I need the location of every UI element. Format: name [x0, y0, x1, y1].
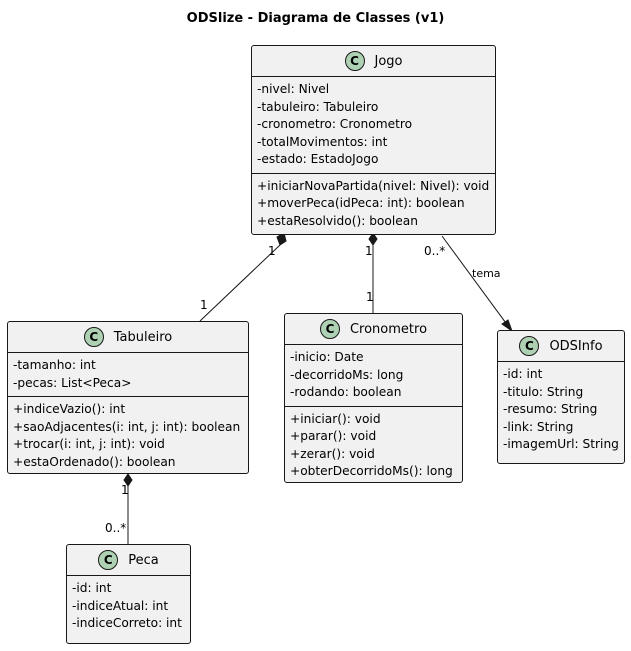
class-header: C Cronometro	[285, 314, 462, 345]
relation-label-tema: tema	[472, 267, 501, 280]
attribute: -link: String	[503, 419, 574, 434]
method: +saoAdjacentes(i: int, j: int): boolean	[13, 419, 241, 434]
class-header: C ODSInfo	[498, 331, 624, 362]
attribute: -titulo: String	[503, 384, 584, 399]
attribute: -nivel: Nivel	[257, 82, 330, 96]
multiplicity-tabuleiro-peca-source: 1	[121, 483, 129, 497]
link-jogo-tabuleiro	[199, 244, 281, 322]
class-jogo[interactable]: C Jogo -nivel: Nivel -tabuleiro: Tabulei…	[251, 45, 496, 235]
class-stereotype-icon: C	[83, 327, 104, 347]
multiplicity-jogo-cronometro-target: 1	[366, 290, 374, 304]
attribute: -inicio: Date	[290, 350, 364, 364]
class-name: ODSInfo	[549, 338, 603, 354]
attribute: -resumo: String	[503, 402, 598, 416]
class-header: C Peca	[67, 545, 190, 576]
composition-diamond-jogo-cronometro	[368, 232, 378, 246]
class-odsinfo[interactable]: C ODSInfo -id: int -titulo: String -resu…	[497, 330, 625, 464]
composition-diamond-jogo-tabuleiro	[276, 232, 287, 246]
attributes-section: -id: int -indiceAtual: int -indiceCorret…	[67, 576, 190, 637]
class-name: Jogo	[374, 53, 403, 69]
attributes-section: -nivel: Nivel -tabuleiro: Tabuleiro -cro…	[252, 77, 495, 173]
method: +parar(): void	[290, 429, 377, 443]
method: +moverPeca(idPeca: int): boolean	[257, 196, 465, 210]
attribute: -pecas: List<Peca>	[13, 375, 132, 390]
multiplicity-jogo-tabuleiro-source: 1	[268, 244, 276, 258]
attribute: -id: int	[72, 581, 112, 595]
attribute: -imagemUrl: String	[503, 437, 619, 451]
class-name: Tabuleiro	[113, 329, 173, 345]
multiplicity-tabuleiro-peca-target: 0..*	[105, 521, 127, 535]
diagram-title: ODSlize - Diagrama de Classes (v1)	[186, 11, 445, 26]
class-stereotype-icon: C	[98, 550, 119, 570]
attribute: -estado: EstadoJogo	[257, 152, 379, 166]
composition-diamond-tabuleiro-peca	[123, 473, 133, 487]
class-tabuleiro[interactable]: C Tabuleiro -tamanho: int -pecas: List<P…	[7, 321, 249, 474]
attribute: -indiceAtual: int	[72, 598, 169, 613]
attribute: -decorridoMs: long	[290, 367, 404, 382]
attributes-section: -id: int -titulo: String -resumo: String…	[498, 362, 624, 458]
methods-section: +iniciarNovaPartida(nivel: Nivel): void …	[252, 172, 495, 235]
method: +trocar(i: int, j: int): void	[13, 437, 165, 451]
link-jogo-odsinfo	[441, 235, 512, 331]
attribute: -totalMovimentos: int	[257, 134, 388, 149]
method: +iniciar(): void	[290, 411, 381, 426]
method: +zerar(): void	[290, 446, 375, 461]
attribute: -id: int	[503, 367, 543, 381]
class-header: C Jogo	[252, 46, 495, 77]
multiplicity-jogo-cronometro-source: 1	[365, 244, 373, 258]
arrowhead-jogo-odsinfo	[501, 319, 514, 333]
class-stereotype-icon: C	[319, 319, 340, 339]
method: +estaOrdenado(): boolean	[13, 454, 176, 469]
attribute: -cronometro: Cronometro	[257, 117, 413, 131]
methods-section: +iniciar(): void +parar(): void +zerar()…	[285, 405, 462, 485]
class-stereotype-icon: C	[519, 336, 540, 356]
attribute: -tabuleiro: Tabuleiro	[257, 99, 379, 114]
multiplicity-jogo-odsinfo-source: 0..*	[424, 244, 446, 258]
method: +obterDecorridoMs(): long	[290, 464, 453, 478]
class-cronometro[interactable]: C Cronometro -inicio: Date -decorridoMs:…	[284, 313, 463, 483]
class-header: C Tabuleiro	[8, 322, 248, 353]
method: +iniciarNovaPartida(nivel: Nivel): void	[257, 178, 490, 193]
attributes-section: -inicio: Date -decorridoMs: long -rodand…	[285, 345, 462, 406]
attribute: -rodando: boolean	[290, 385, 402, 399]
multiplicity-jogo-tabuleiro-target: 1	[200, 298, 208, 312]
class-peca[interactable]: C Peca -id: int -indiceAtual: int -indic…	[66, 544, 191, 644]
class-name: Cronometro	[349, 321, 428, 337]
method: +estaResolvido(): boolean	[257, 213, 418, 228]
attributes-section: -tamanho: int -pecas: List<Peca>	[8, 353, 248, 396]
class-name: Peca	[128, 552, 159, 568]
method: +indiceVazio(): int	[13, 402, 126, 416]
attribute: -indiceCorreto: int	[72, 616, 182, 630]
class-stereotype-icon: C	[344, 51, 365, 71]
attribute: -tamanho: int	[13, 358, 96, 372]
methods-section: +indiceVazio(): int +saoAdjacentes(i: in…	[8, 396, 248, 475]
